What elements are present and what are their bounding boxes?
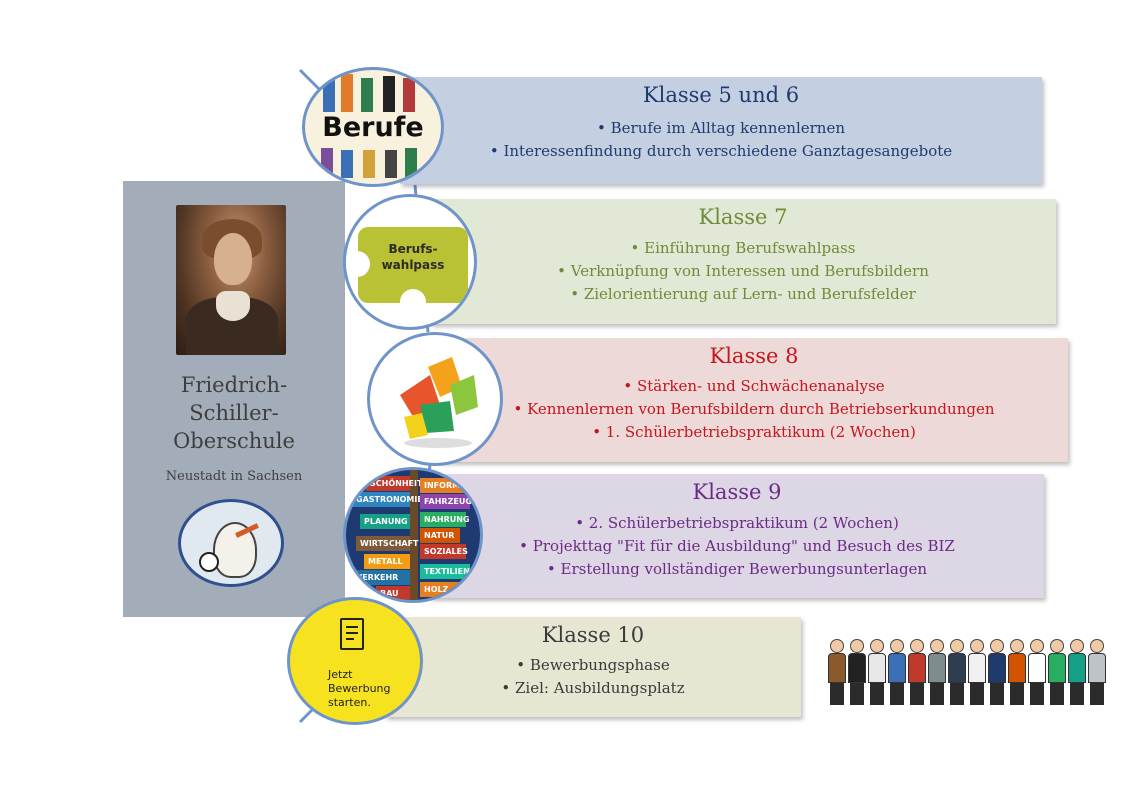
sign: VERKEHR (352, 570, 410, 585)
class-box-7: Klasse 7 • Einführung Berufswahlpass • V… (430, 199, 1056, 324)
class-item: • Interessenfindung durch verschiedene G… (489, 142, 953, 160)
class-items: • Einführung Berufswahlpass • Verknüpfun… (430, 237, 1056, 306)
school-name-line-2: Schiller- (189, 401, 279, 425)
class-title: Klasse 7 (698, 205, 788, 229)
bewerbung-label-line-1: Jetzt (328, 668, 353, 681)
puzzle-piece: Berufs- wahlpass (346, 227, 468, 315)
bewerbung-starten-icon: Jetzt Bewerbung starten. (287, 597, 423, 725)
document-icon (340, 618, 364, 650)
class-item: • Erstellung vollständiger Bewerbungsunt… (546, 560, 928, 578)
signpost-pole (410, 470, 418, 600)
class-box-8: Klasse 8 • Stärken- und Schwächenanalyse… (440, 338, 1068, 462)
sign: NAHRUNG (420, 512, 470, 527)
sign: FAHRZEUGE (420, 494, 477, 509)
puzzle-label-line-1: Berufs- (388, 242, 438, 256)
class-item: • Projekttag "Fit für die Ausbildung" un… (519, 537, 955, 555)
class-item: • Stärken- und Schwächenanalyse (623, 377, 885, 395)
sign: HOLZ (420, 582, 460, 597)
sign: NATUR (420, 528, 460, 543)
school-panel: Friedrich- Schiller- Oberschule Neustadt… (123, 181, 345, 617)
bewerbung-label-line-3: starten. (328, 696, 371, 709)
class-title: Klasse 9 (692, 480, 782, 504)
career-signpost-icon: SCHÖNHEIT INFORMATI GASTRONOMIE FAHRZEUG… (343, 467, 483, 603)
school-name: Friedrich- Schiller- Oberschule (123, 371, 345, 455)
class-item: • Einführung Berufswahlpass (630, 239, 856, 257)
school-name-line-3: Oberschule (173, 429, 295, 453)
bewerbung-label: Jetzt Bewerbung starten. (328, 668, 391, 710)
sign: SCHÖNHEIT (366, 476, 422, 491)
berufe-label: Berufe (322, 112, 424, 143)
puzzle-label: Berufs- wahlpass (358, 241, 468, 273)
class-item: • Kennenlernen von Berufsbildern durch B… (513, 400, 995, 418)
class-item: • Bewerbungsphase (516, 656, 670, 674)
school-seal-stork-icon (178, 499, 284, 587)
sign: BAU (376, 586, 410, 600)
workers-illustration (321, 74, 417, 178)
school-town: Neustadt in Sachsen (165, 469, 303, 484)
class-box-5-6: Klasse 5 und 6 • Berufe im Alltag kennen… (400, 77, 1042, 184)
sign: GASTRONOMIE (352, 492, 423, 507)
berufswahlpass-puzzle-icon: Berufs- wahlpass (343, 194, 477, 330)
class-item: • 2. Schülerbetriebspraktikum (2 Wochen) (575, 514, 899, 532)
class-item: • 1. Schülerbetriebspraktikum (2 Wochen) (592, 423, 916, 441)
class-title: Klasse 8 (709, 344, 799, 368)
sign: METALL (364, 554, 410, 569)
sign: WIRTSCHAFT (356, 536, 419, 551)
bewerbung-label-line-2: Bewerbung (328, 682, 391, 695)
class-item: • Ziel: Ausbildungsplatz (501, 679, 685, 697)
strengths-weaknesses-icon (367, 332, 503, 466)
class-items: • Stärken- und Schwächenanalyse • Kennen… (440, 375, 1068, 444)
sign: INFORMATI (420, 478, 474, 493)
class-title: Klasse 10 (541, 623, 645, 647)
class-box-9: Klasse 9 • 2. Schülerbetriebspraktikum (… (430, 474, 1044, 598)
class-item: • Zielorientierung auf Lern- und Berufsf… (570, 285, 916, 303)
class-item: • Verknüpfung von Interessen und Berufsb… (557, 262, 929, 280)
sign: TEXTILIEN (420, 564, 470, 579)
school-name-line-1: Friedrich- (180, 373, 288, 397)
professions-group-illustration (822, 625, 1118, 705)
friedrich-schiller-portrait (176, 205, 286, 355)
class-items: • 2. Schülerbetriebspraktikum (2 Wochen)… (430, 512, 1044, 581)
class-box-10: Klasse 10 • Bewerbungsphase • Ziel: Ausb… (385, 617, 801, 717)
puzzle-label-line-2: wahlpass (381, 258, 445, 272)
class-title: Klasse 5 und 6 (642, 83, 800, 107)
class-items: • Berufe im Alltag kennenlernen • Intere… (400, 117, 1042, 163)
class-items: • Bewerbungsphase • Ziel: Ausbildungspla… (385, 654, 801, 700)
thumbs-splash-graphic (400, 357, 478, 448)
berufe-icon: Berufe (302, 67, 444, 187)
sign: PLANUNG (360, 514, 410, 529)
sign: SOZIALES (420, 544, 468, 559)
class-item: • Berufe im Alltag kennenlernen (597, 119, 845, 137)
